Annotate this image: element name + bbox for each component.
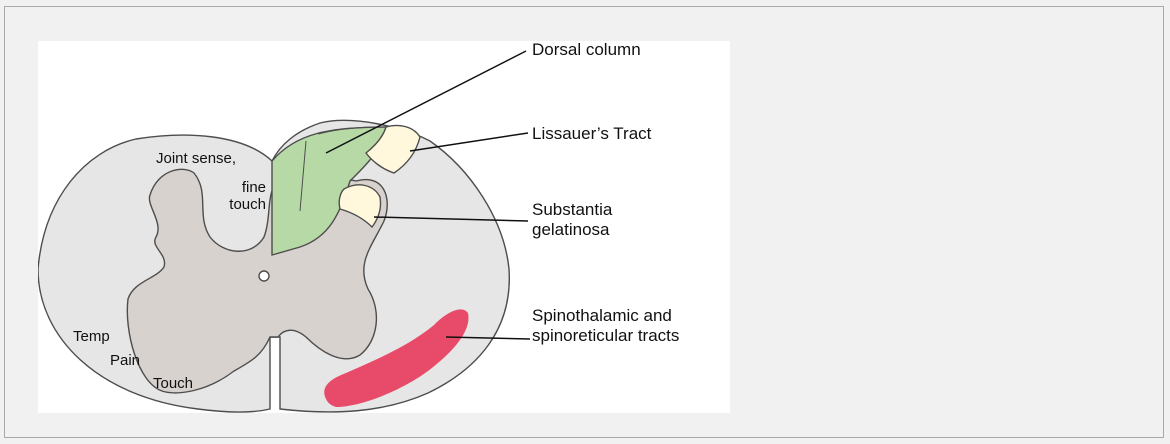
- spinal-cord-svg: [38, 41, 730, 413]
- label-joint-sense: Joint sense,: [156, 151, 236, 167]
- label-pain: Pain: [110, 353, 140, 369]
- label-touch-lower: Touch: [153, 376, 193, 392]
- label-dorsal-column: Dorsal column: [532, 41, 641, 59]
- label-lissauers-tract: Lissauer’s Tract: [532, 125, 651, 143]
- label-touch: touch: [218, 197, 266, 213]
- label-substantia-line2: gelatinosa: [532, 221, 610, 239]
- figure-frame: Dorsal column Lissauer’s Tract Substanti…: [4, 6, 1164, 438]
- label-temp: Temp: [73, 329, 110, 345]
- label-spinothalamic-line1: Spinothalamic and: [532, 307, 672, 325]
- label-fine: fine: [218, 180, 266, 196]
- label-spinothalamic-line2: spinoreticular tracts: [532, 327, 679, 345]
- central-canal: [259, 271, 269, 281]
- spinal-cord-diagram: Dorsal column Lissauer’s Tract Substanti…: [38, 41, 730, 413]
- label-substantia-line1: Substantia: [532, 201, 612, 219]
